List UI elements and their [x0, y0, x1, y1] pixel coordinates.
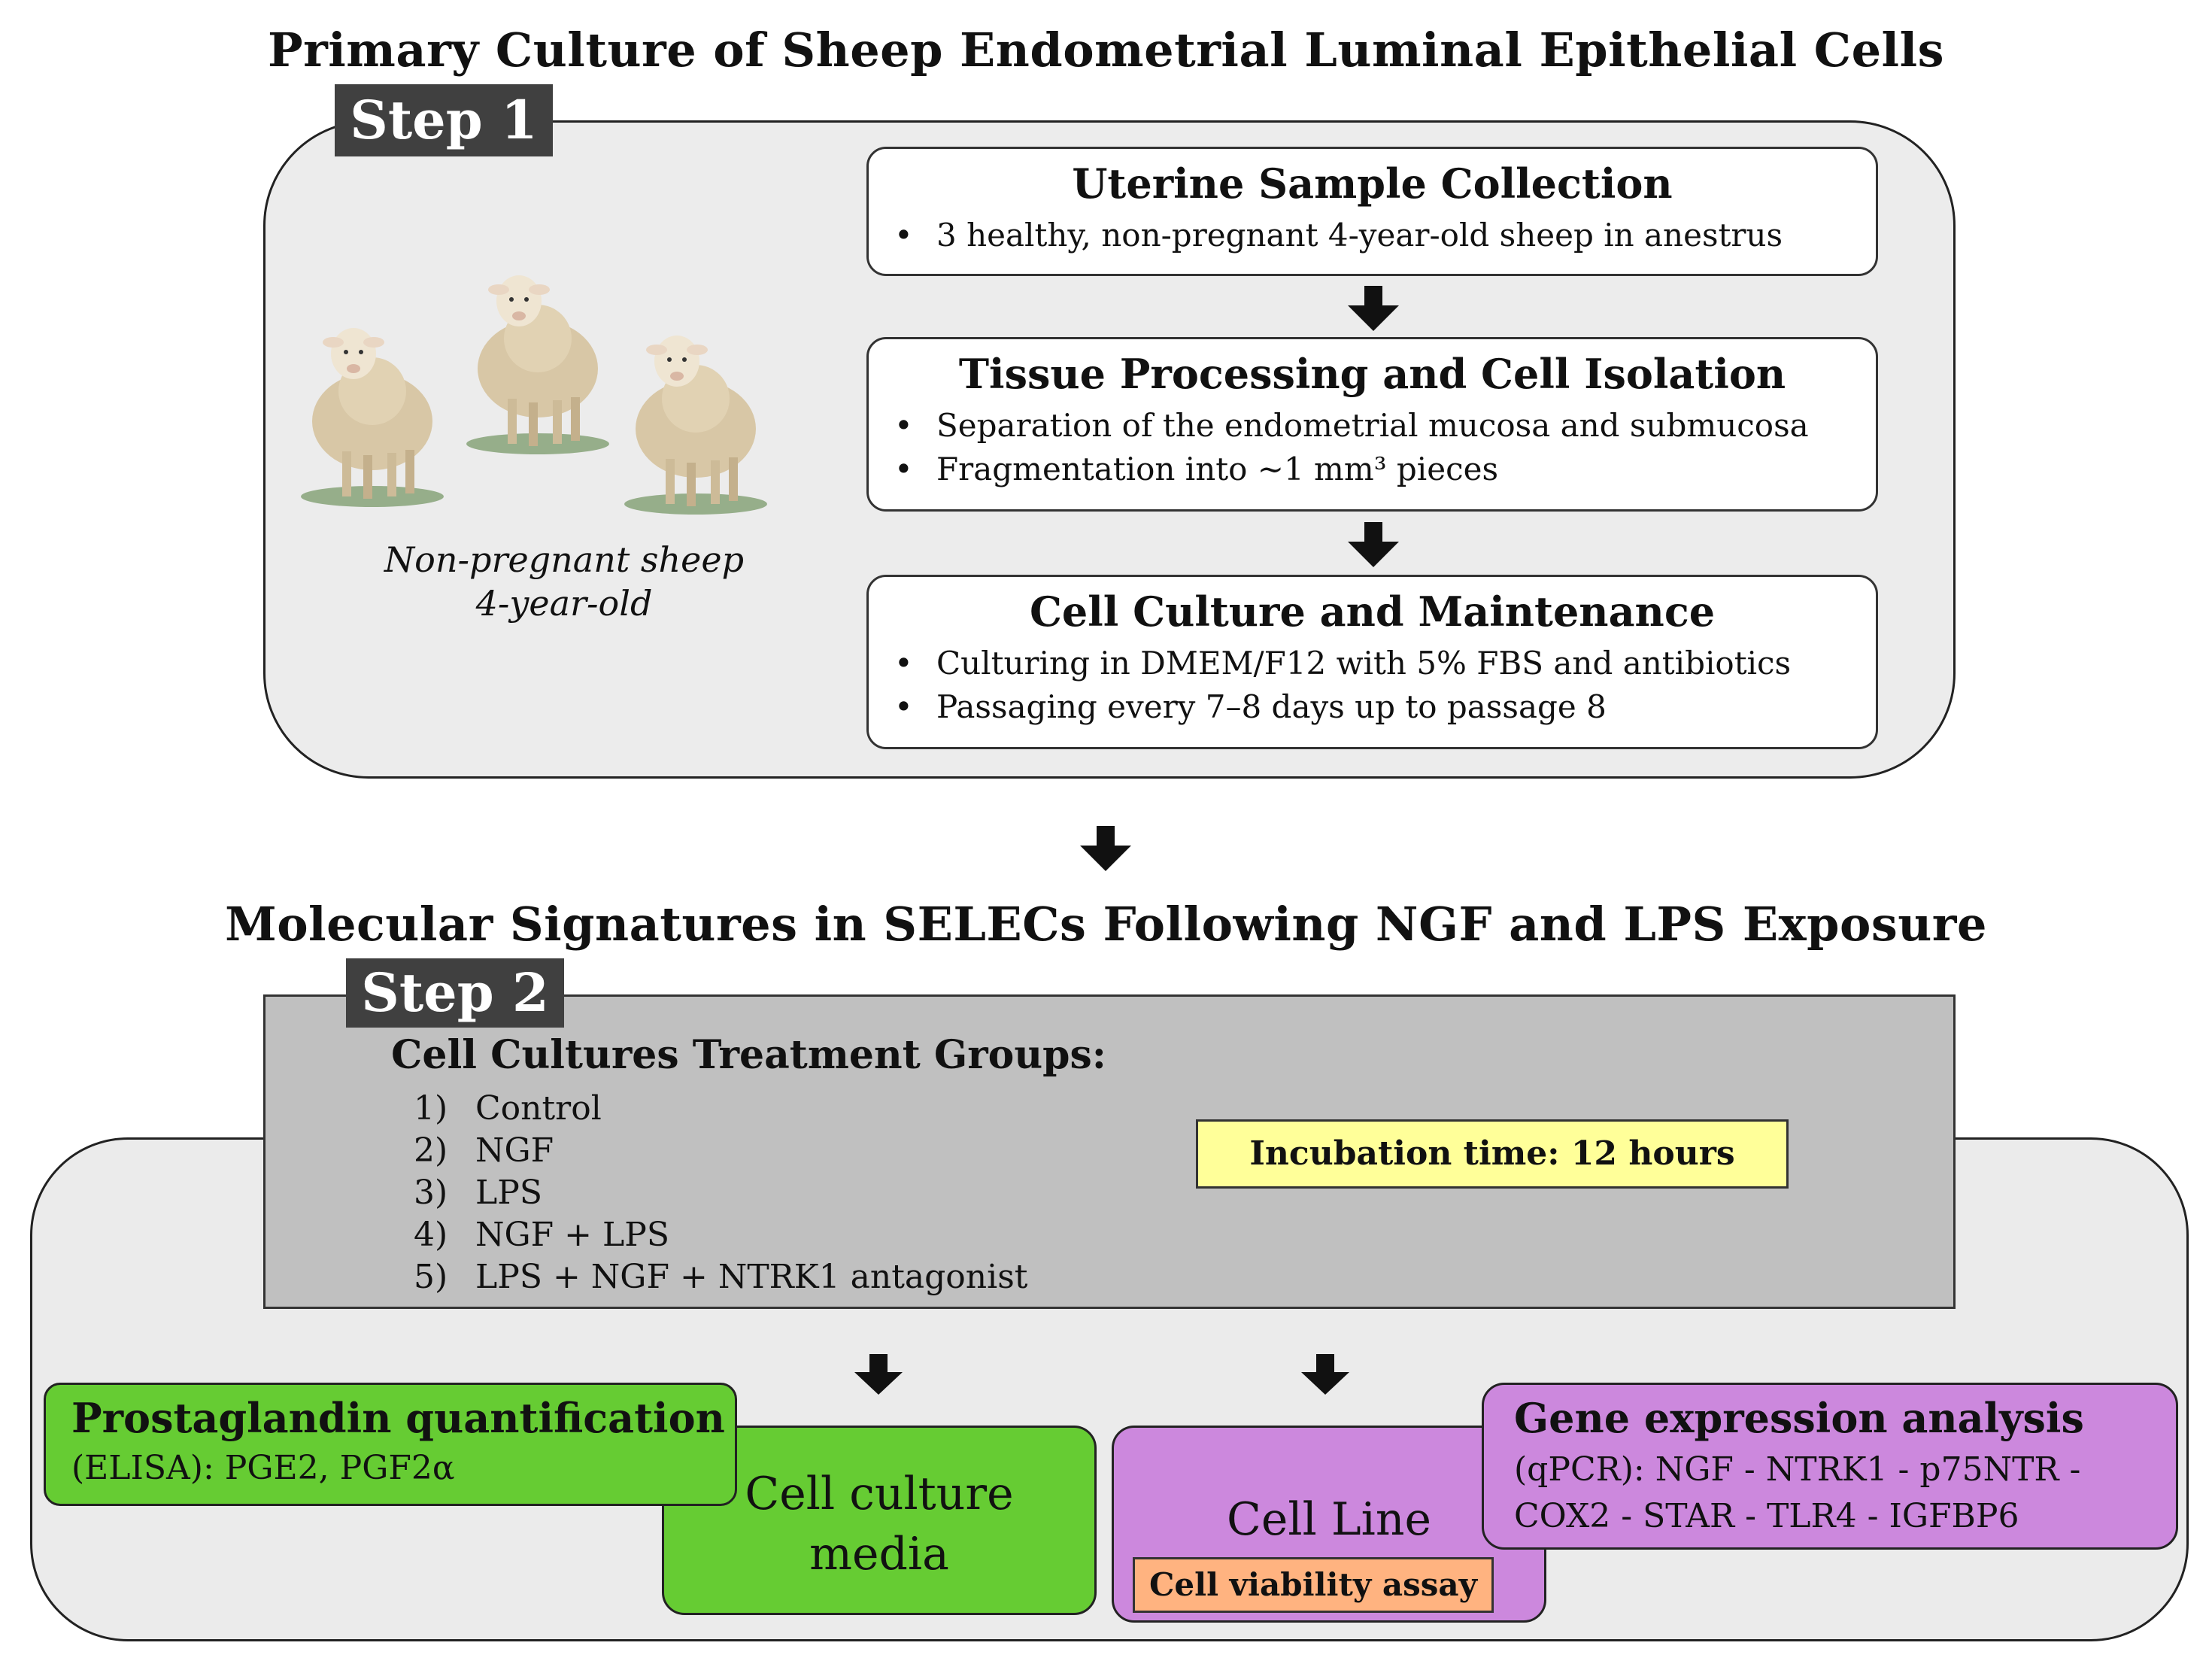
box-title: Tissue Processing and Cell Isolation [958, 350, 1786, 398]
step2-tag: Step 2 [346, 958, 564, 1028]
uterine-sample-collection-box: Uterine Sample Collection 3 healthy, non… [866, 147, 1878, 276]
gene-expression-title: Gene expression analysis [1514, 1394, 2084, 1442]
bullet-item: Fragmentation into ~1 mm³ pieces [869, 448, 1876, 491]
gene-expression-analysis-box: Gene expression analysis (qPCR): NGF - N… [1482, 1383, 2178, 1550]
step2-title: Molecular Signatures in SELECs Following… [225, 897, 1987, 952]
sheep-illustration [301, 275, 767, 515]
bullet-item: Culturing in DMEM/F12 with 5% FBS and an… [869, 642, 1876, 685]
treatment-groups-title: Cell Cultures Treatment Groups: [391, 1032, 1106, 1078]
sheep-icon [301, 328, 444, 507]
tissue-processing-box: Tissue Processing and Cell Isolation Sep… [866, 337, 1878, 512]
bullet-item: 3 healthy, non-pregnant 4-year-old sheep… [869, 214, 1876, 257]
media-line-2: media [809, 1528, 949, 1580]
prostaglandin-title: Prostaglandin quantification [71, 1394, 725, 1442]
gene-expression-line-2: COX2 - STAR - TLR4 - IGFBP6 [1514, 1497, 2019, 1535]
sheep-caption: Non-pregnant sheep 4-year-old [331, 538, 797, 625]
list-item: 2)NGF [414, 1131, 554, 1170]
cell-viability-assay-label: Cell viability assay [1133, 1557, 1494, 1613]
cell-line-label: Cell Line [1226, 1493, 1432, 1546]
step1-tag: Step 1 [335, 84, 553, 156]
incubation-time-label: Incubation time: 12 hours [1196, 1119, 1789, 1189]
treatment-groups-list: 1)Control 2)NGF 3)LPS 4)NGF + LPS 5)LPS … [414, 1088, 1027, 1298]
prostaglandin-text: (ELISA): PGE2, PGF2α [71, 1449, 455, 1487]
bullet-item: Passaging every 7–8 days up to passage 8 [869, 685, 1876, 729]
sheep-icon [624, 336, 767, 515]
caption-line-1: Non-pregnant sheep [384, 539, 745, 580]
sheep-icon [466, 275, 609, 454]
caption-line-2: 4-year-old [475, 583, 653, 624]
list-item: 5)LPS + NGF + NTRK1 antagonist [414, 1258, 1028, 1296]
bullet-item: Separation of the endometrial mucosa and… [869, 404, 1876, 448]
cell-culture-box: Cell Culture and Maintenance Culturing i… [866, 575, 1878, 749]
list-item: 4)NGF + LPS [414, 1216, 669, 1254]
gene-expression-line-1: (qPCR): NGF - NTRK1 - p75NTR - [1514, 1450, 2081, 1489]
list-item: 1)Control [414, 1089, 602, 1128]
media-line-1: Cell culture [745, 1468, 1014, 1520]
box-title: Uterine Sample Collection [1072, 159, 1673, 208]
list-item: 3)LPS [414, 1174, 542, 1212]
box-title: Cell Culture and Maintenance [1029, 588, 1716, 636]
prostaglandin-quantification-box: Prostaglandin quantification (ELISA): PG… [44, 1383, 737, 1506]
cell-culture-media-label: Cell culture media [664, 1464, 1094, 1584]
step1-title: Primary Culture of Sheep Endometrial Lum… [267, 23, 1945, 77]
